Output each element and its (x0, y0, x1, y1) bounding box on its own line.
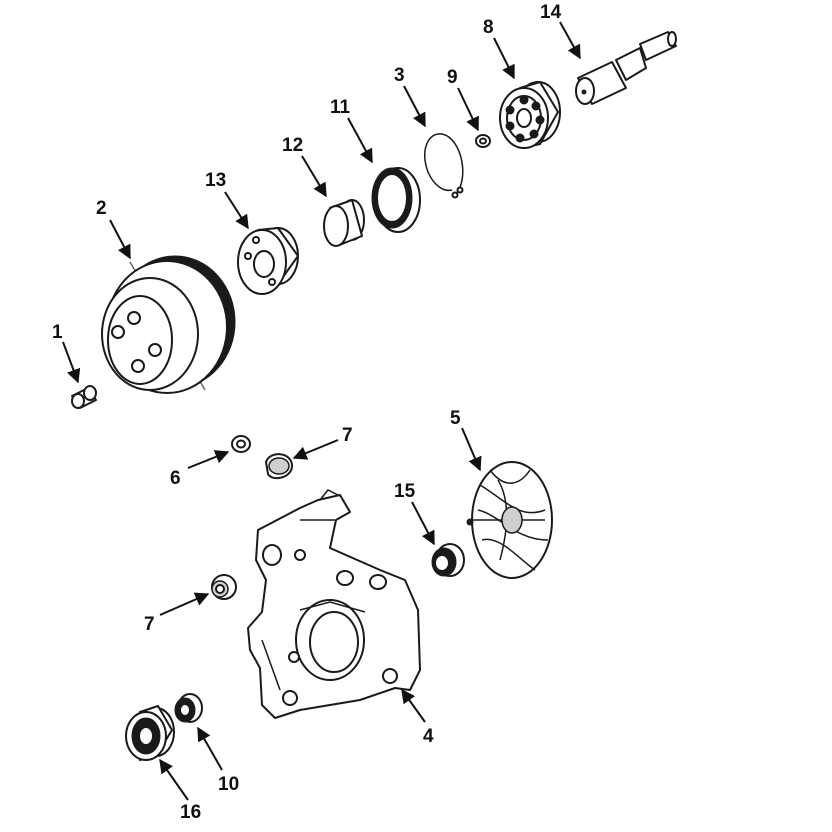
callout-7-lower: 7 (144, 614, 155, 635)
callout-2: 2 (96, 198, 107, 219)
leader-6 (187, 450, 230, 469)
part-16-bearing (125, 705, 175, 761)
leader-11 (347, 117, 373, 164)
leader-1 (62, 341, 81, 384)
part-1-bolt (71, 385, 97, 409)
part-9-nut (475, 134, 491, 148)
leader-4 (401, 688, 426, 723)
callout-9: 9 (447, 67, 458, 88)
callout-7-upper: 7 (342, 425, 353, 446)
part-12-sleeve (323, 199, 365, 247)
callout-12: 12 (282, 135, 303, 156)
callout-10: 10 (218, 774, 239, 795)
part-8-bearing (499, 81, 561, 149)
callout-6: 6 (170, 468, 181, 489)
part-7-cap-lower (211, 574, 237, 600)
leader-7a (292, 439, 339, 460)
leader-13 (224, 191, 249, 230)
callout-11: 11 (330, 97, 351, 118)
part-3-snap-ring (424, 133, 464, 199)
callout-5: 5 (450, 408, 461, 429)
callout-4: 4 (423, 726, 434, 747)
leader-9 (457, 87, 479, 132)
part-15-seal (431, 543, 465, 577)
leader-14 (559, 21, 581, 60)
callout-13: 13 (205, 170, 226, 191)
callout-3: 3 (394, 65, 405, 86)
leader-12 (301, 155, 327, 198)
leader-8 (493, 37, 515, 80)
callout-1: 1 (52, 322, 63, 343)
callout-14: 14 (540, 2, 562, 23)
leader-5 (461, 427, 482, 472)
part-5-impeller (466, 461, 553, 579)
part-7-cap-upper (265, 453, 293, 480)
leader-7b (159, 592, 210, 616)
part-14-shaft (575, 31, 677, 105)
part-10-seal (174, 693, 203, 723)
part-13-hub (237, 227, 299, 295)
part-11-seal (371, 167, 421, 233)
part-6-nut (231, 435, 251, 453)
part-4-housing (247, 489, 421, 719)
callout-15: 15 (394, 481, 416, 502)
leader-3 (403, 85, 426, 128)
part-2-pulley (101, 255, 236, 394)
callout-8: 8 (483, 17, 494, 38)
callout-16: 16 (180, 802, 201, 823)
callout-labels: 1 2 13 12 11 3 9 8 14 6 7 5 15 7 4 10 16 (52, 2, 562, 823)
leader-16 (159, 758, 189, 801)
leader-15 (411, 501, 435, 546)
leader-2 (109, 219, 131, 260)
leader-lines (62, 21, 581, 801)
leader-10 (197, 726, 223, 771)
